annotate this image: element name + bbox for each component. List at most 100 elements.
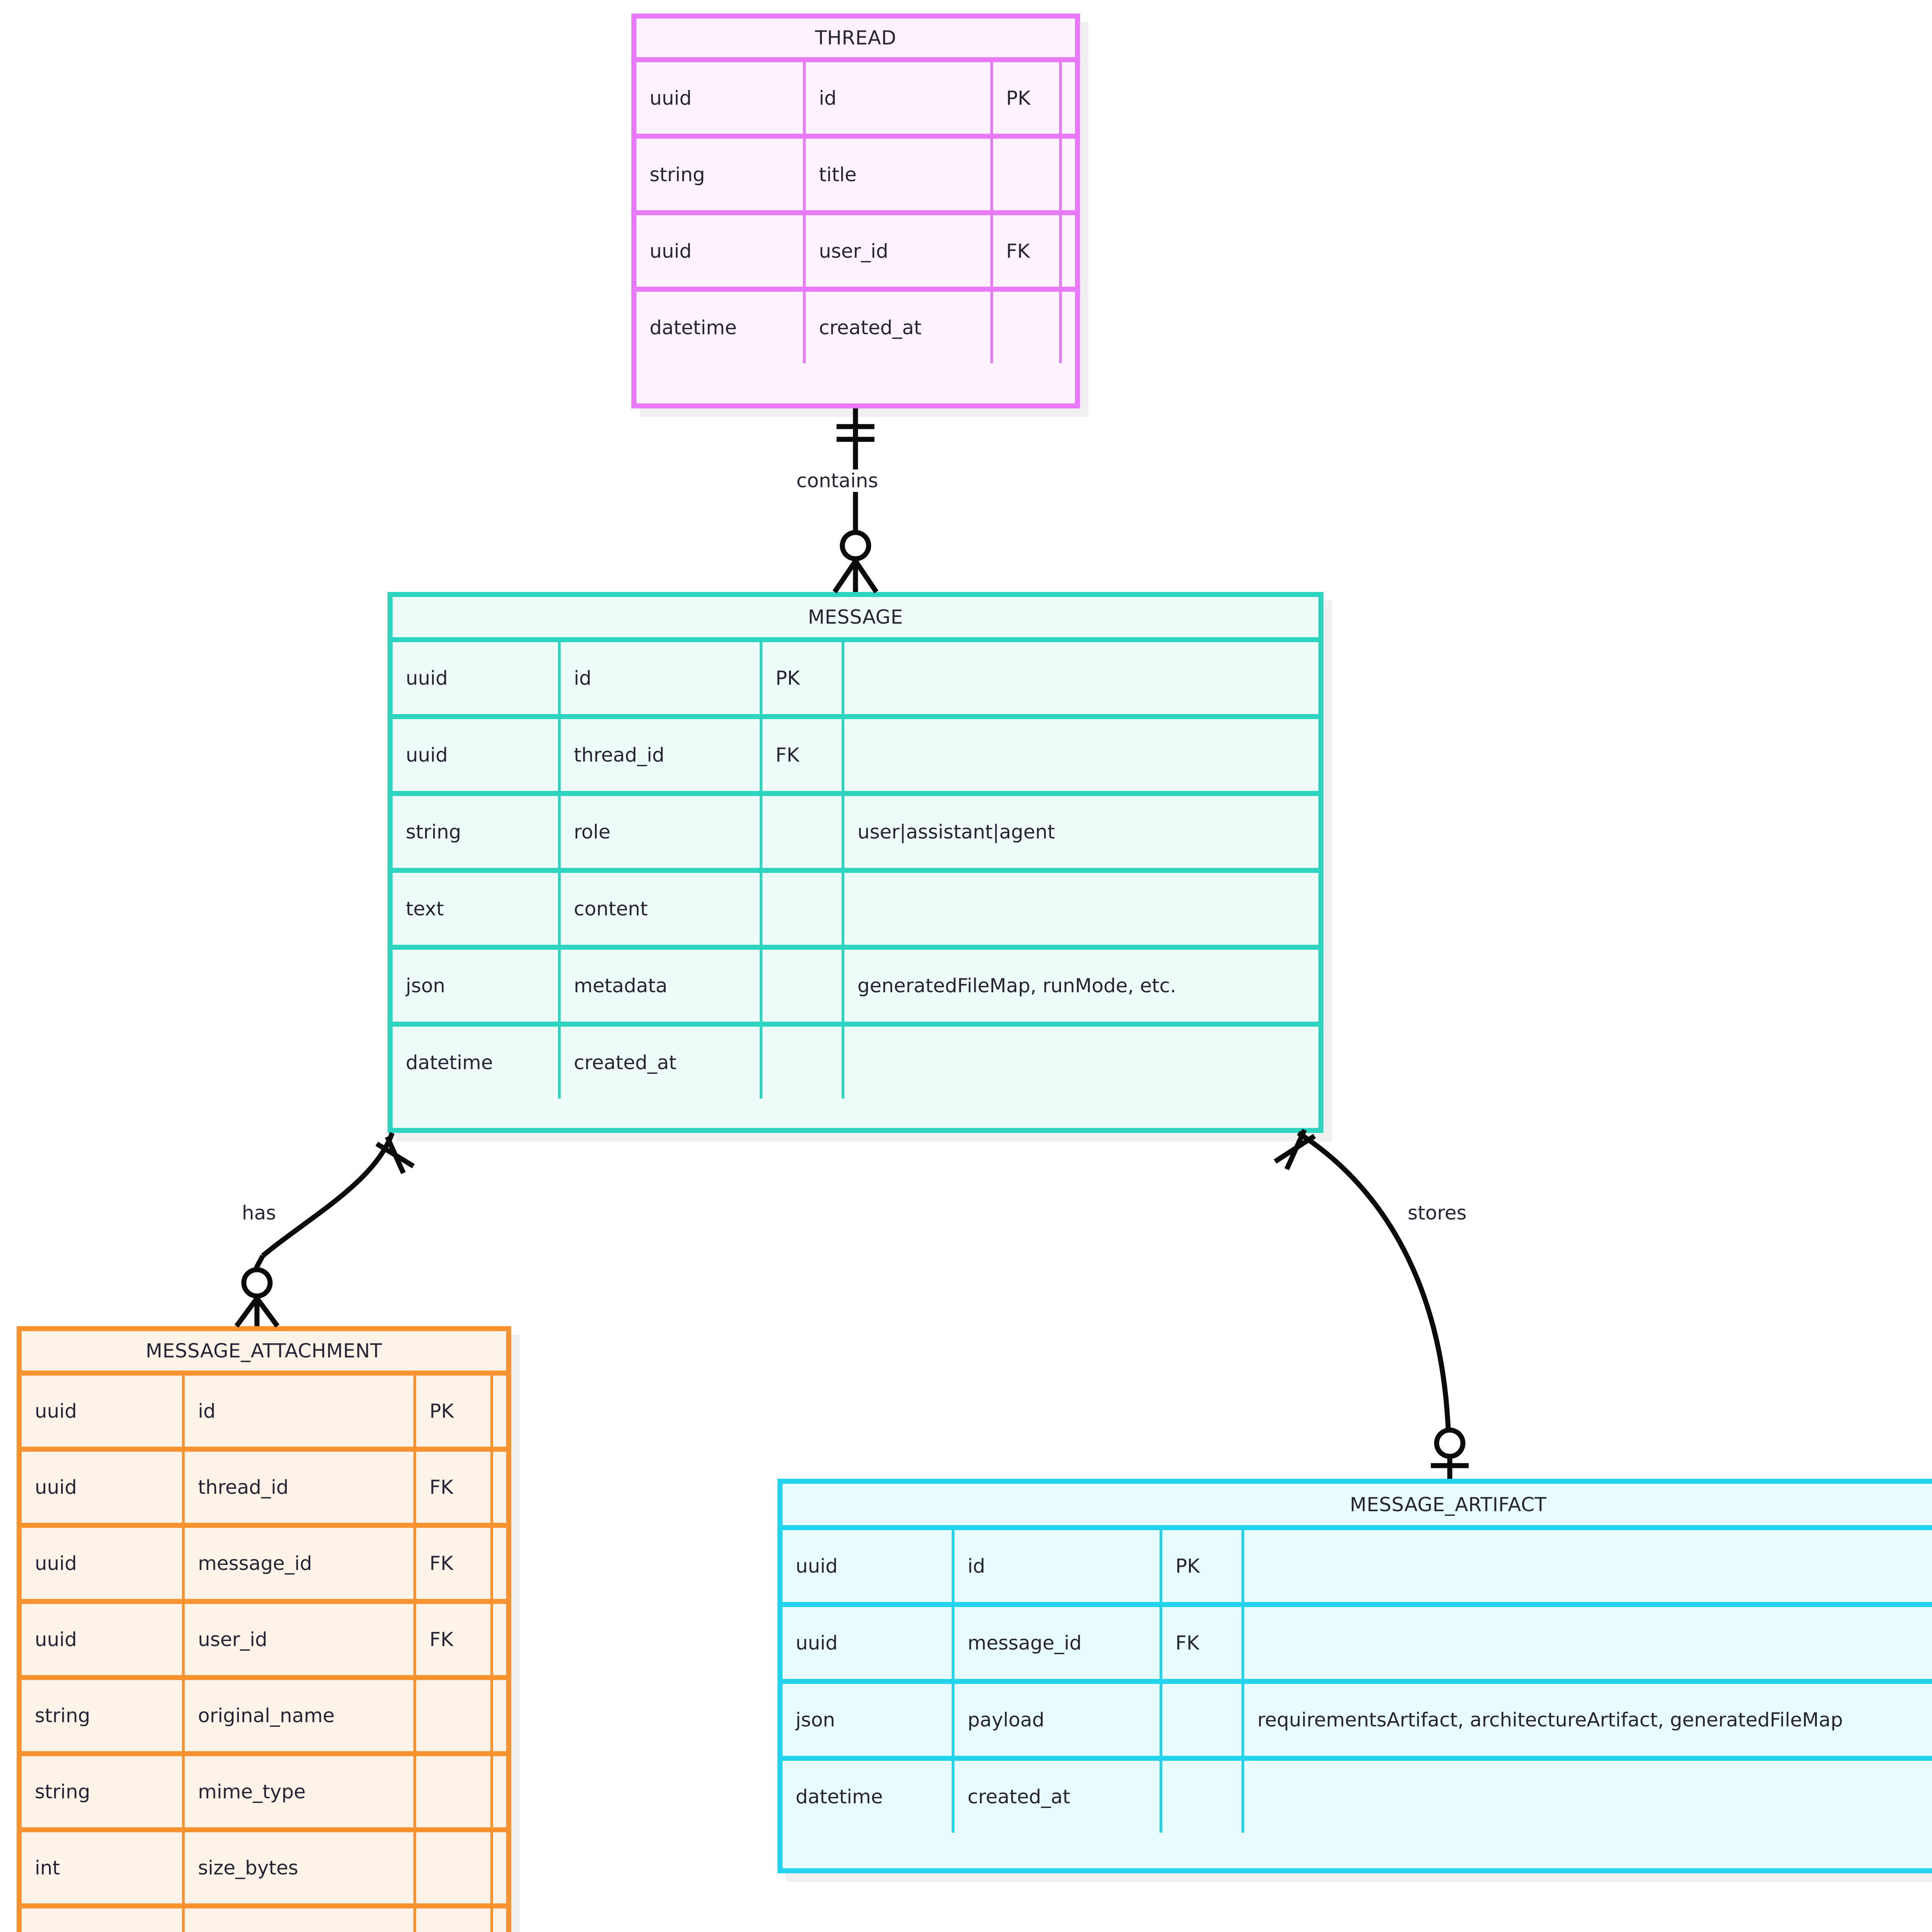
attribute-comment <box>1062 215 1075 287</box>
attribute-comment <box>1244 1530 1932 1602</box>
attribute-keytag <box>416 1756 493 1827</box>
attribute-keytag <box>1162 1684 1244 1756</box>
attribute-comment <box>493 1604 506 1675</box>
attribute-name: created_at <box>806 292 993 363</box>
attribute-name: id <box>954 1530 1162 1602</box>
attribute-comment <box>493 1832 506 1903</box>
cardinality-one-bar <box>1284 1129 1307 1170</box>
cardinality-one-bar <box>385 1136 406 1174</box>
table-row: uuid id PK <box>393 637 1318 714</box>
table-row: int size_bytes <box>22 1827 506 1903</box>
attribute-type: datetime <box>393 1027 561 1099</box>
table-row: uuid thread_id FK <box>393 714 1318 791</box>
attribute-type: json <box>782 1684 954 1756</box>
entity-message-artifact[interactable]: MESSAGE_ARTIFACT uuid id PK uuid message… <box>777 1479 1932 1873</box>
relationship-line-has <box>261 1132 395 1258</box>
attribute-type: uuid <box>393 642 561 714</box>
attribute-name: id <box>806 62 993 134</box>
attribute-comment: generatedFileMap, runMode, etc. <box>857 975 1176 997</box>
attribute-comment <box>844 719 1318 791</box>
attribute-type: string <box>636 139 806 210</box>
cardinality-one-bar <box>375 1141 415 1168</box>
attribute-keytag <box>993 139 1062 210</box>
attribute-comment <box>844 873 1318 945</box>
table-row: json metadata generatedFileMap, runMode,… <box>393 945 1318 1022</box>
attribute-name: created_at <box>954 1761 1162 1833</box>
attribute-comment <box>844 1027 1318 1099</box>
attribute-keytag <box>416 1908 493 1932</box>
attribute-keytag: FK <box>762 719 844 791</box>
attribute-comment <box>493 1452 506 1523</box>
attribute-name: created_at <box>185 1908 417 1932</box>
table-row: uuid thread_id FK <box>22 1447 506 1523</box>
cardinality-crowsfoot-left <box>234 1297 259 1328</box>
table-row: datetime created_at <box>22 1903 506 1932</box>
attribute-name: metadata <box>561 950 762 1022</box>
table-row: string original_name <box>22 1675 506 1751</box>
attribute-name: message_id <box>185 1528 417 1599</box>
table-row: uuid user_id FK <box>636 210 1075 287</box>
table-row: text content <box>393 868 1318 945</box>
cardinality-zero-circle <box>840 530 871 561</box>
attribute-comment <box>1062 62 1075 134</box>
attribute-keytag: FK <box>416 1528 493 1599</box>
cardinality-one-bar <box>1274 1134 1316 1164</box>
entity-message[interactable]: MESSAGE uuid id PK uuid thread_id FK str… <box>388 592 1323 1133</box>
attribute-type: datetime <box>636 292 806 363</box>
attribute-name: id <box>561 642 762 714</box>
attribute-comment: user|assistant|agent <box>857 821 1055 843</box>
table-row: uuid id PK <box>636 57 1075 134</box>
entity-title-message-artifact: MESSAGE_ARTIFACT <box>1350 1493 1547 1516</box>
table-row: json payload requirementsArtifact, archi… <box>782 1679 1932 1756</box>
attribute-type: datetime <box>782 1761 954 1833</box>
attribute-keytag: PK <box>416 1376 493 1447</box>
attribute-keytag <box>762 796 844 868</box>
attribute-comment <box>1062 139 1075 210</box>
attribute-type: string <box>393 796 561 868</box>
attribute-type: text <box>393 873 561 945</box>
entity-message-attachment[interactable]: MESSAGE_ATTACHMENT uuid id PK uuid threa… <box>17 1326 511 1932</box>
attribute-keytag <box>416 1680 493 1751</box>
attribute-name: title <box>806 139 993 210</box>
attribute-comment: requirementsArtifact, architectureArtifa… <box>1257 1709 1843 1731</box>
table-row: uuid message_id FK <box>22 1523 506 1599</box>
relationship-label-has: has <box>240 1202 279 1224</box>
attribute-name: id <box>185 1376 417 1447</box>
relationship-label-contains: contains <box>794 469 881 492</box>
table-row: uuid message_id FK <box>782 1602 1932 1679</box>
attribute-type: uuid <box>782 1530 954 1602</box>
attribute-keytag: FK <box>1162 1607 1244 1679</box>
table-row: datetime created_at <box>393 1022 1318 1099</box>
cardinality-crowsfoot-left <box>832 560 858 594</box>
attribute-name: thread_id <box>185 1452 417 1523</box>
cardinality-crowsfoot-right <box>255 1297 280 1328</box>
cardinality-many-stem <box>254 1254 265 1270</box>
attribute-type: datetime <box>22 1908 185 1932</box>
attribute-type: uuid <box>393 719 561 791</box>
cardinality-zero-circle <box>1434 1427 1466 1459</box>
attribute-name: user_id <box>185 1604 417 1675</box>
entity-thread[interactable]: THREAD uuid id PK string title uuid user… <box>631 14 1080 408</box>
attribute-keytag: PK <box>993 62 1062 134</box>
attribute-type: uuid <box>22 1452 185 1523</box>
entity-title-message: MESSAGE <box>808 606 903 628</box>
relationship-line-stores <box>1297 1131 1451 1430</box>
attribute-type: uuid <box>22 1528 185 1599</box>
attribute-comment <box>1244 1607 1932 1679</box>
cardinality-zero-circle <box>241 1267 273 1299</box>
attribute-name: user_id <box>806 215 993 287</box>
attribute-keytag: PK <box>1162 1530 1244 1602</box>
attribute-type: json <box>393 950 561 1022</box>
attribute-keytag: FK <box>416 1452 493 1523</box>
attribute-type: uuid <box>636 215 806 287</box>
attribute-name: payload <box>954 1684 1162 1756</box>
attribute-comment <box>493 1528 506 1599</box>
attribute-name: thread_id <box>561 719 762 791</box>
attribute-name: message_id <box>954 1607 1162 1679</box>
attribute-comment <box>493 1680 506 1751</box>
attribute-keytag <box>1162 1761 1244 1833</box>
entity-title-thread: THREAD <box>815 27 896 49</box>
attribute-name: original_name <box>185 1680 417 1751</box>
table-row: string mime_type <box>22 1751 506 1827</box>
